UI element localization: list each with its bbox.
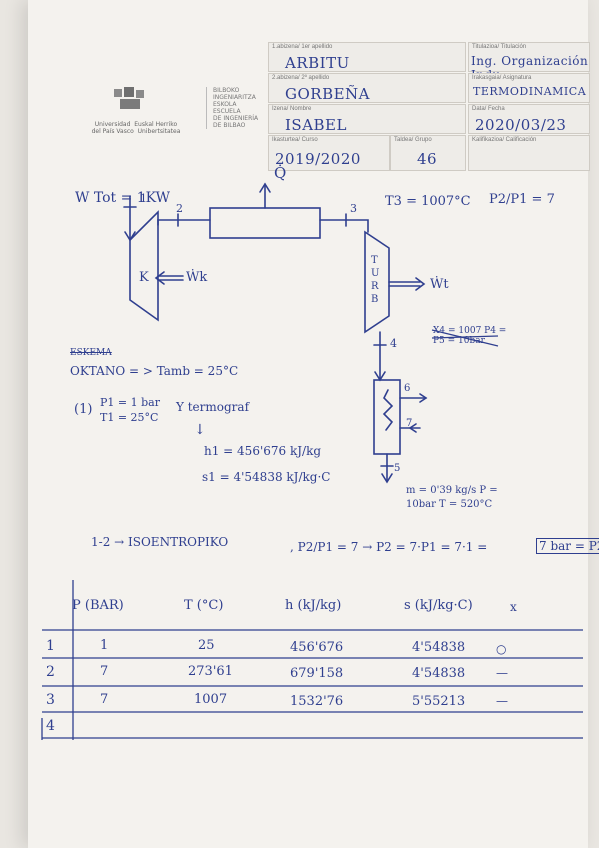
node-7-label: 7 (406, 418, 413, 429)
brayton-cycle-diagram (123, 182, 499, 484)
col-header-p: P (BAR) (72, 598, 124, 613)
exam-sheet: Universidad Euskal Herriko del País Vasc… (28, 0, 599, 848)
cell-p: 7 (100, 664, 109, 679)
cell-t: 25 (198, 638, 215, 653)
p2-result-box: 7 bar = P2 (536, 538, 599, 554)
s1-note: s1 = 4'54838 kJ/kg·C (202, 470, 331, 484)
cell-x: — (496, 694, 508, 708)
school-line: DE INGENIERÍA (213, 115, 259, 122)
subject-cell: Irakasgaia/ Asignatura TERMODINAMICA (468, 73, 590, 103)
node-6-label: 6 (404, 383, 411, 394)
ytermograf-note: Y termograf (176, 400, 250, 414)
cell-t: 1007 (194, 692, 228, 707)
col-header-t: T (°C) (184, 598, 224, 613)
course-label: Ikasturtea/ Curso (272, 137, 318, 143)
exchanger-outlet-note: m = 0'39 kg/s P = 10bar T = 520°C (406, 485, 498, 510)
surname2-cell: 2.abizena/ 2º apellido GORBEÑA (268, 73, 466, 103)
uni-line-3: Euskal Herriko (134, 121, 178, 128)
school-line: DE BILBAO (213, 122, 246, 129)
row-number: 4 (46, 718, 55, 734)
cell-s: 4'54838 (412, 640, 466, 655)
cell-p: 7 (100, 692, 109, 707)
cell-h: 456'676 (290, 640, 344, 655)
cell-p: 1 (100, 638, 109, 653)
item-1-marker: (1) (74, 402, 93, 417)
uni-line-2: del País Vasco (91, 128, 134, 135)
ratio-calc-note: , P2/P1 = 7 → P2 = 7·P1 = 7·1 = (290, 540, 488, 554)
school-logo: BILBOKO INGENIARITZA ESKOLA ESCUELA DE I… (206, 87, 258, 129)
university-logo: Universidad Euskal Herriko del País Vasc… (70, 85, 200, 145)
node-1-label: 1 (140, 192, 147, 205)
name-cell: Izena/ Nombre ISABEL (268, 104, 466, 134)
cell-s: 5'55213 (412, 694, 466, 709)
uni-line-1: Universidad (94, 121, 131, 128)
surname2-label: 2.abizena/ 2º apellido (272, 75, 330, 81)
school-line: ESKOLA (213, 101, 237, 108)
name-label: Izena/ Nombre (272, 106, 312, 112)
col-header-x: x (510, 600, 517, 614)
table-lines (41, 580, 583, 740)
uni-line-4: Unibertsitatea (137, 128, 181, 135)
subject-label: Irakasgaia/ Asignatura (472, 75, 532, 81)
compressor-label: K (139, 270, 149, 285)
row-number: 2 (46, 664, 55, 680)
student-header-form: 1.abizena/ 1er apellido ARBITU Titulazio… (268, 42, 590, 174)
course-value: 2019/2020 (275, 150, 361, 168)
school-line: INGENIARITZA (213, 94, 256, 101)
col-header-s: s (kJ/kg·C) (404, 598, 473, 613)
grade-label: Kalifikazioa/ Calificación (472, 137, 537, 143)
isentropic-note: 1-2 → ISOENTROPIKO (91, 535, 229, 549)
state-4-note: X4 = 1007 P4 = P5 = 10bar (433, 326, 507, 346)
struck-word: ESKEMA (70, 348, 112, 358)
t3-label: T3 = 1007°C (385, 194, 471, 209)
row-number: 1 (46, 638, 55, 654)
surname1-cell: 1.abizena/ 1er apellido ARBITU (268, 42, 466, 72)
cell-x: ○ (496, 642, 507, 656)
row-number: 3 (46, 692, 55, 708)
group-label: Taldea/ Grupo (394, 137, 432, 143)
degree-label: Titulazioa/ Titulación (472, 44, 527, 50)
compressor-work-label: Ẇk (186, 270, 208, 285)
cell-h: 1532'76 (290, 694, 344, 709)
course-cell: Ikasturtea/ Curso 2019/2020 (268, 135, 390, 171)
cell-h: 679'158 (290, 666, 344, 681)
date-label: Data/ Fecha (472, 106, 505, 112)
cell-t: 273'61 (188, 664, 233, 679)
turbine-label: TURB (371, 255, 380, 305)
surname1-value: ARBITU (285, 54, 350, 72)
heat-input-label: Q̇ (274, 164, 287, 182)
ehu-logo-icon (114, 87, 144, 109)
node-3-label: 3 (350, 202, 357, 215)
cell-s: 4'54838 (412, 666, 466, 681)
group-cell: Taldea/ Grupo 46 (390, 135, 466, 171)
date-cell: Data/ Fecha 2020/03/23 (468, 104, 590, 134)
node-4-label: 4 (390, 337, 397, 350)
school-line: ESCUELA (213, 108, 241, 115)
down-arrow-icon: ↓ (194, 422, 206, 438)
t1-note: T1 = 25°C (100, 411, 159, 424)
subject-value: TERMODINAMICA (473, 85, 587, 98)
school-line: BILBOKO (213, 87, 240, 94)
degree-cell: Titulazioa/ Titulación Ing. Organización… (468, 42, 590, 82)
surname2-value: GORBEÑA (285, 85, 371, 103)
grade-cell: Kalifikazioa/ Calificación (468, 135, 590, 171)
ambient-note: OKTANO = > Tamb = 25°C (70, 364, 239, 378)
name-value: ISABEL (285, 116, 347, 134)
surname1-label: 1.abizena/ 1er apellido (272, 44, 333, 50)
group-value: 46 (417, 150, 438, 168)
node-2-label: 2 (176, 202, 183, 215)
total-power-label: W Tot = 1KW (75, 190, 171, 206)
h1-note: h1 = 456'676 kJ/kg (204, 444, 322, 458)
turbine-work-label: Ẇt (430, 277, 449, 292)
pressure-ratio-label: P2/P1 = 7 (489, 192, 555, 207)
col-header-h: h (kJ/kg) (285, 598, 342, 613)
p1-note: P1 = 1 bar (100, 396, 160, 409)
date-value: 2020/03/23 (475, 116, 567, 134)
node-5-label: 5 (394, 463, 401, 474)
cell-x: — (496, 666, 508, 680)
